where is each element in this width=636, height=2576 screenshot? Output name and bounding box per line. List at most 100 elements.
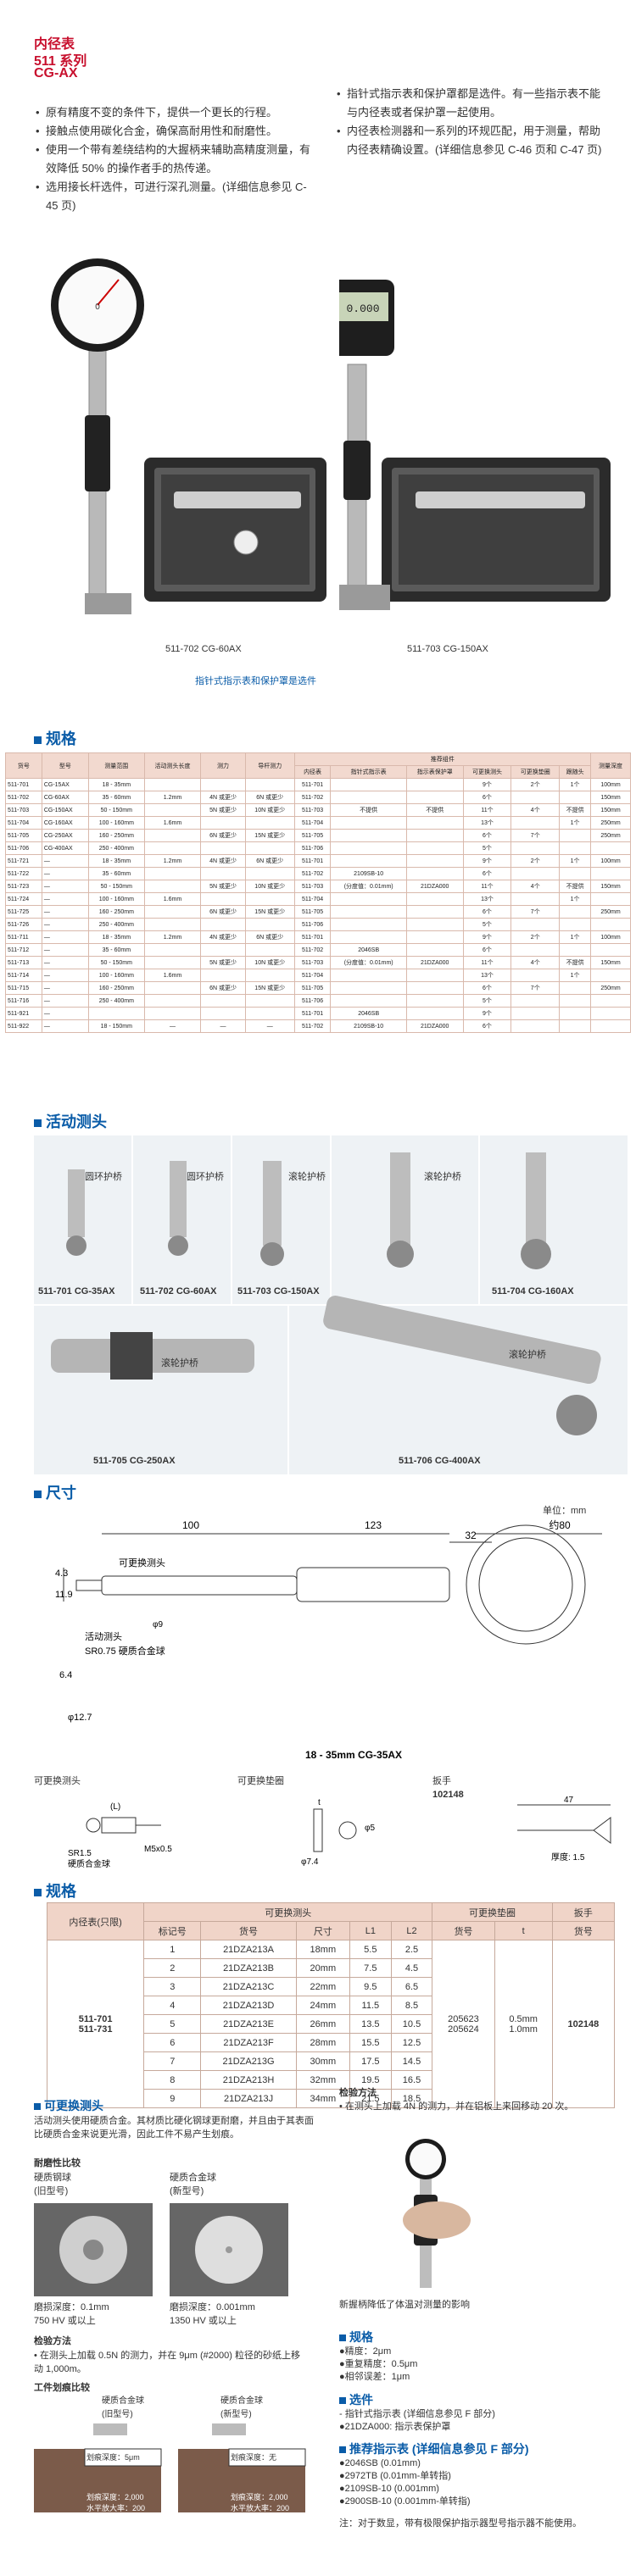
spec-cell: 不提供 <box>559 880 592 893</box>
spec-cell: 9个 <box>462 1007 512 1020</box>
grip-photo <box>339 2135 509 2296</box>
spec-cell <box>200 816 246 830</box>
spec-cell: 511-702 <box>293 943 332 957</box>
spec-cell: 511-703 <box>5 803 42 817</box>
category-title: 内径表 <box>34 37 75 52</box>
spec-cell <box>87 1007 145 1020</box>
spec-cell <box>143 943 202 957</box>
wear-photos <box>34 2203 314 2296</box>
spec-cell: 250mm <box>590 816 631 830</box>
spec-cell <box>244 994 295 1008</box>
spec-cell: CG-60AX <box>41 791 89 804</box>
spec-cell: 511-705 <box>293 905 332 919</box>
spec-cell <box>200 841 246 855</box>
probe-cell: 24mm <box>295 1996 350 2015</box>
spec-cell: 511-701 <box>293 854 332 868</box>
spec-cell: 6个 <box>462 867 512 880</box>
section-title-specs: 规格 <box>34 727 76 749</box>
probe-cell: 12.5 <box>390 2033 433 2052</box>
probe-cell: 8 <box>143 2070 202 2090</box>
spec-cell: — <box>41 892 89 906</box>
section-marker <box>34 2103 41 2110</box>
interchangeable-probe-title: 可更换测头 <box>34 2097 103 2114</box>
col-header: 货号 <box>200 1921 297 1940</box>
spec-cell <box>559 791 592 804</box>
spec-cell <box>244 969 295 982</box>
section-title-probes: 活动测头 <box>34 1110 107 1132</box>
spec-cell <box>559 943 592 957</box>
spec-cell: 100 - 160mm <box>87 969 145 982</box>
spec-cell: 13个 <box>462 969 512 982</box>
probe-cell: 6 <box>143 2033 202 2052</box>
features-left: 原有精度不变的条件下，提供一个更长的行程。 接触点使用碳化合金，确保高耐用性和耐… <box>34 103 314 215</box>
model-title: CG-AX <box>34 66 78 80</box>
spec-cell: 511-702 <box>293 1019 332 1033</box>
spec-cell: 4N 或更少 <box>200 854 246 868</box>
spec-cell: 1个 <box>559 892 592 906</box>
unit-label: 单位：mm <box>543 1506 587 1516</box>
spec-cell: 1.2mm <box>143 854 202 868</box>
spec-cell: 35 - 60mm <box>87 791 145 804</box>
probe-cell: 21DZA213D <box>200 1996 297 2015</box>
col-header: 测量深度 <box>590 752 631 779</box>
spec-cell: 511-713 <box>5 956 42 969</box>
spec-cell <box>244 778 295 791</box>
spec-cell <box>590 918 631 931</box>
spec-cell <box>244 918 295 931</box>
probe-cell: 28mm <box>295 2033 350 2052</box>
rec-item: ●2900SB-10 (0.001mm-单转指) <box>339 2496 471 2507</box>
option-item: ●21DZA000: 指示表保护罩 <box>339 2422 451 2432</box>
spec-cell: 511-706 <box>293 918 332 931</box>
svg-text:可更换测头: 可更换测头 <box>119 1557 165 1568</box>
spec-cell: 511-724 <box>5 892 42 906</box>
probe-cell: 8.5 <box>390 1996 433 2015</box>
product-photo-analog: 0 <box>51 246 331 686</box>
spec-cell: 511-702 <box>293 791 332 804</box>
spec-cell <box>510 918 561 931</box>
spec-cell <box>200 1007 246 1020</box>
spec-cell: 1.6mm <box>143 892 202 906</box>
svg-text:4.3: 4.3 <box>55 1568 68 1579</box>
spec-cell: — <box>41 905 89 919</box>
sub-drawings: SR1.5 硬质合金球 M5x0.5 (L) φ7.4 φ5 t 47 厚度: … <box>34 1792 628 1873</box>
spec-cell <box>244 892 295 906</box>
spec-cell: — <box>41 994 89 1008</box>
digital-reading: 0.000 <box>346 303 379 315</box>
spec-cell: 5个 <box>462 994 512 1008</box>
spec-cell <box>405 905 464 919</box>
spec-cell: — <box>200 1019 246 1033</box>
bore-gauge-drawing: 100 123 32 约80 4.3 11.9 6.4 φ12.7 φ9 可更换… <box>55 1518 602 1761</box>
col-header: 型号 <box>41 752 89 779</box>
spec-cell: — <box>143 1019 202 1033</box>
sub-title-probe: 可更换测头 <box>34 1776 81 1786</box>
probe-cell: 3 <box>143 1977 202 1996</box>
spec-cell: 9个 <box>462 778 512 791</box>
spec-cell: 15N 或更少 <box>244 905 295 919</box>
spec-cell: 13个 <box>462 816 512 830</box>
spec-cell: 7个 <box>510 981 561 995</box>
spec-item: ●重复精度：0.5μm <box>339 2359 418 2369</box>
spec-cell: 21DZA000 <box>405 956 464 969</box>
spec-cell: 50 - 150mm <box>87 956 145 969</box>
probe-label: 滚轮护桥 <box>161 1358 198 1368</box>
spec-cell <box>559 1019 592 1033</box>
spec-cell: 4N 或更少 <box>200 791 246 804</box>
spec-cell: 511-705 <box>293 981 332 995</box>
spec-cell: 6个 <box>462 981 512 995</box>
spec-cell <box>200 943 246 957</box>
probe-cell: 16.5 <box>390 2070 433 2090</box>
svg-text:φ9: φ9 <box>153 1620 163 1629</box>
spec-cell: 2046SB <box>330 1007 407 1020</box>
probe-cell: 22mm <box>295 1977 350 1996</box>
spec-cell: 511-715 <box>5 981 42 995</box>
feature-item: 内径表检测器和一系列的环规匹配，用于测量，帮助内径表精确设置。(详细信息参见 C… <box>335 122 606 159</box>
spec-cell: CG-160AX <box>41 816 89 830</box>
spec-cell <box>143 880 202 893</box>
